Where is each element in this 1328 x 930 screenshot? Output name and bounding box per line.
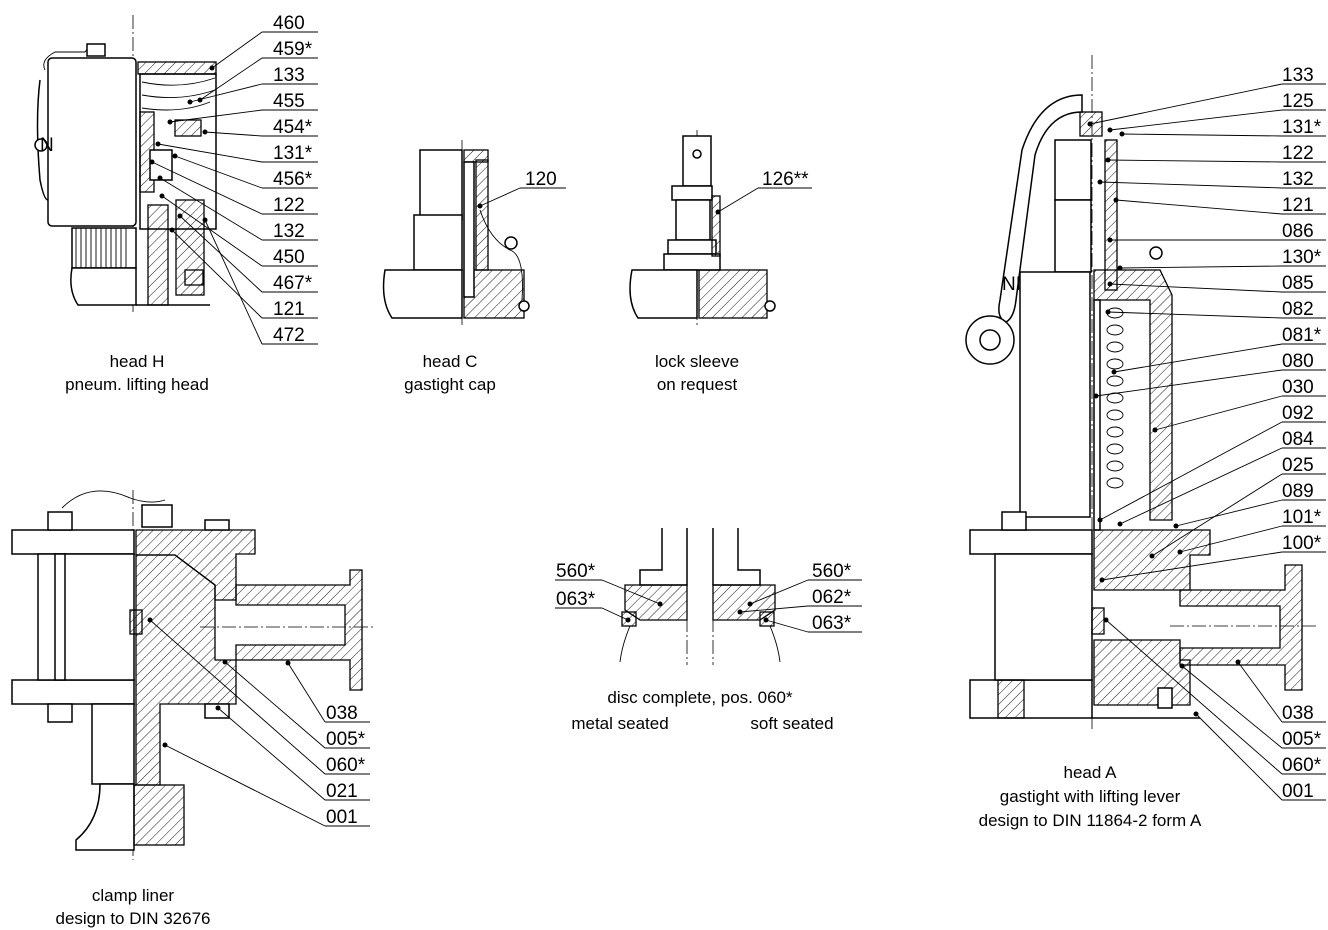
view-lock-sleeve: 126** lock sleeve on request bbox=[629, 130, 812, 394]
part-label: 005* bbox=[1282, 729, 1322, 750]
caption-line: design to DIN 11864-2 form A bbox=[979, 811, 1202, 830]
part-label: 082 bbox=[1282, 299, 1314, 320]
head-a-top-labels: 133 125 131* 122 132 121 086 130* 085 08… bbox=[1282, 65, 1322, 554]
lever-mark: NI bbox=[1002, 274, 1021, 295]
part-label: 450 bbox=[273, 247, 305, 268]
part-label: 126** bbox=[762, 169, 809, 190]
part-label: 081* bbox=[1282, 325, 1322, 346]
part-label: 121 bbox=[273, 299, 305, 320]
caption-line: head C bbox=[423, 352, 478, 371]
part-label: 060* bbox=[326, 755, 366, 776]
part-label: 030 bbox=[1282, 377, 1314, 398]
part-label: 062* bbox=[812, 587, 852, 608]
part-label: 121 bbox=[1282, 195, 1314, 216]
part-label: 132 bbox=[1282, 169, 1314, 190]
caption-line: metal seated bbox=[571, 714, 668, 733]
caption-line: disc complete, pos. 060* bbox=[607, 688, 793, 707]
part-label: 089 bbox=[1282, 481, 1314, 502]
view-disc-complete: 560* 063* 560* 062* 063* disc complete, … bbox=[555, 528, 862, 733]
view-clamp-liner: 038 005* 060* 021 001 clamp liner design… bbox=[11, 490, 375, 928]
view-head-a: NI bbox=[965, 55, 1326, 830]
nameplate-symbol: N bbox=[40, 135, 54, 156]
caption-line: on request bbox=[657, 375, 738, 394]
part-label: 131* bbox=[273, 143, 313, 164]
caption-line: pneum. lifting head bbox=[65, 375, 209, 394]
view-head-c: 120 head C gastight cap bbox=[382, 140, 566, 394]
part-label: 100* bbox=[1282, 533, 1322, 554]
part-label: 467* bbox=[273, 273, 313, 294]
part-label: 120 bbox=[525, 169, 557, 190]
part-label: 472 bbox=[273, 325, 305, 346]
view-head-h: N 460 459* 133 455 454* 131* 456* 122 13… bbox=[34, 13, 318, 394]
part-label: 131* bbox=[1282, 117, 1322, 138]
part-label: 132 bbox=[273, 221, 305, 242]
part-label: 001 bbox=[326, 807, 358, 828]
caption-line: clamp liner bbox=[92, 886, 175, 905]
part-label: 021 bbox=[326, 781, 358, 802]
part-label: 456* bbox=[273, 169, 313, 190]
part-label: 133 bbox=[1282, 65, 1314, 86]
caption-line: head H bbox=[110, 352, 165, 371]
caption-line: head A bbox=[1064, 763, 1118, 782]
part-label: 038 bbox=[326, 703, 358, 724]
part-label: 005* bbox=[326, 729, 366, 750]
part-label: 063* bbox=[556, 589, 596, 610]
part-label: 001 bbox=[1282, 781, 1314, 802]
part-label: 130* bbox=[1282, 247, 1322, 268]
caption-line: gastight with lifting lever bbox=[1000, 787, 1181, 806]
part-label: 038 bbox=[1282, 703, 1314, 724]
part-label: 125 bbox=[1282, 91, 1314, 112]
caption-line: soft seated bbox=[750, 714, 833, 733]
caption-line: design to DIN 32676 bbox=[56, 909, 211, 928]
part-label: 092 bbox=[1282, 403, 1314, 424]
head-h-labels: 460 459* 133 455 454* 131* 456* 122 132 … bbox=[262, 13, 318, 346]
part-label: 063* bbox=[812, 613, 852, 634]
part-label: 455 bbox=[273, 91, 305, 112]
part-label: 080 bbox=[1282, 351, 1314, 372]
part-label: 560* bbox=[556, 561, 596, 582]
caption-line: gastight cap bbox=[404, 375, 496, 394]
part-label: 086 bbox=[1282, 221, 1314, 242]
part-label: 122 bbox=[273, 195, 305, 216]
part-label: 084 bbox=[1282, 429, 1314, 450]
part-label: 122 bbox=[1282, 143, 1314, 164]
part-label: 025 bbox=[1282, 455, 1314, 476]
part-label: 459* bbox=[273, 39, 313, 60]
part-label: 460 bbox=[273, 13, 305, 34]
part-label: 101* bbox=[1282, 507, 1322, 528]
part-label: 085 bbox=[1282, 273, 1314, 294]
part-label: 060* bbox=[1282, 755, 1322, 776]
caption-line: lock sleeve bbox=[655, 352, 739, 371]
part-label: 454* bbox=[273, 117, 313, 138]
part-label: 133 bbox=[273, 65, 305, 86]
part-label: 560* bbox=[812, 561, 852, 582]
